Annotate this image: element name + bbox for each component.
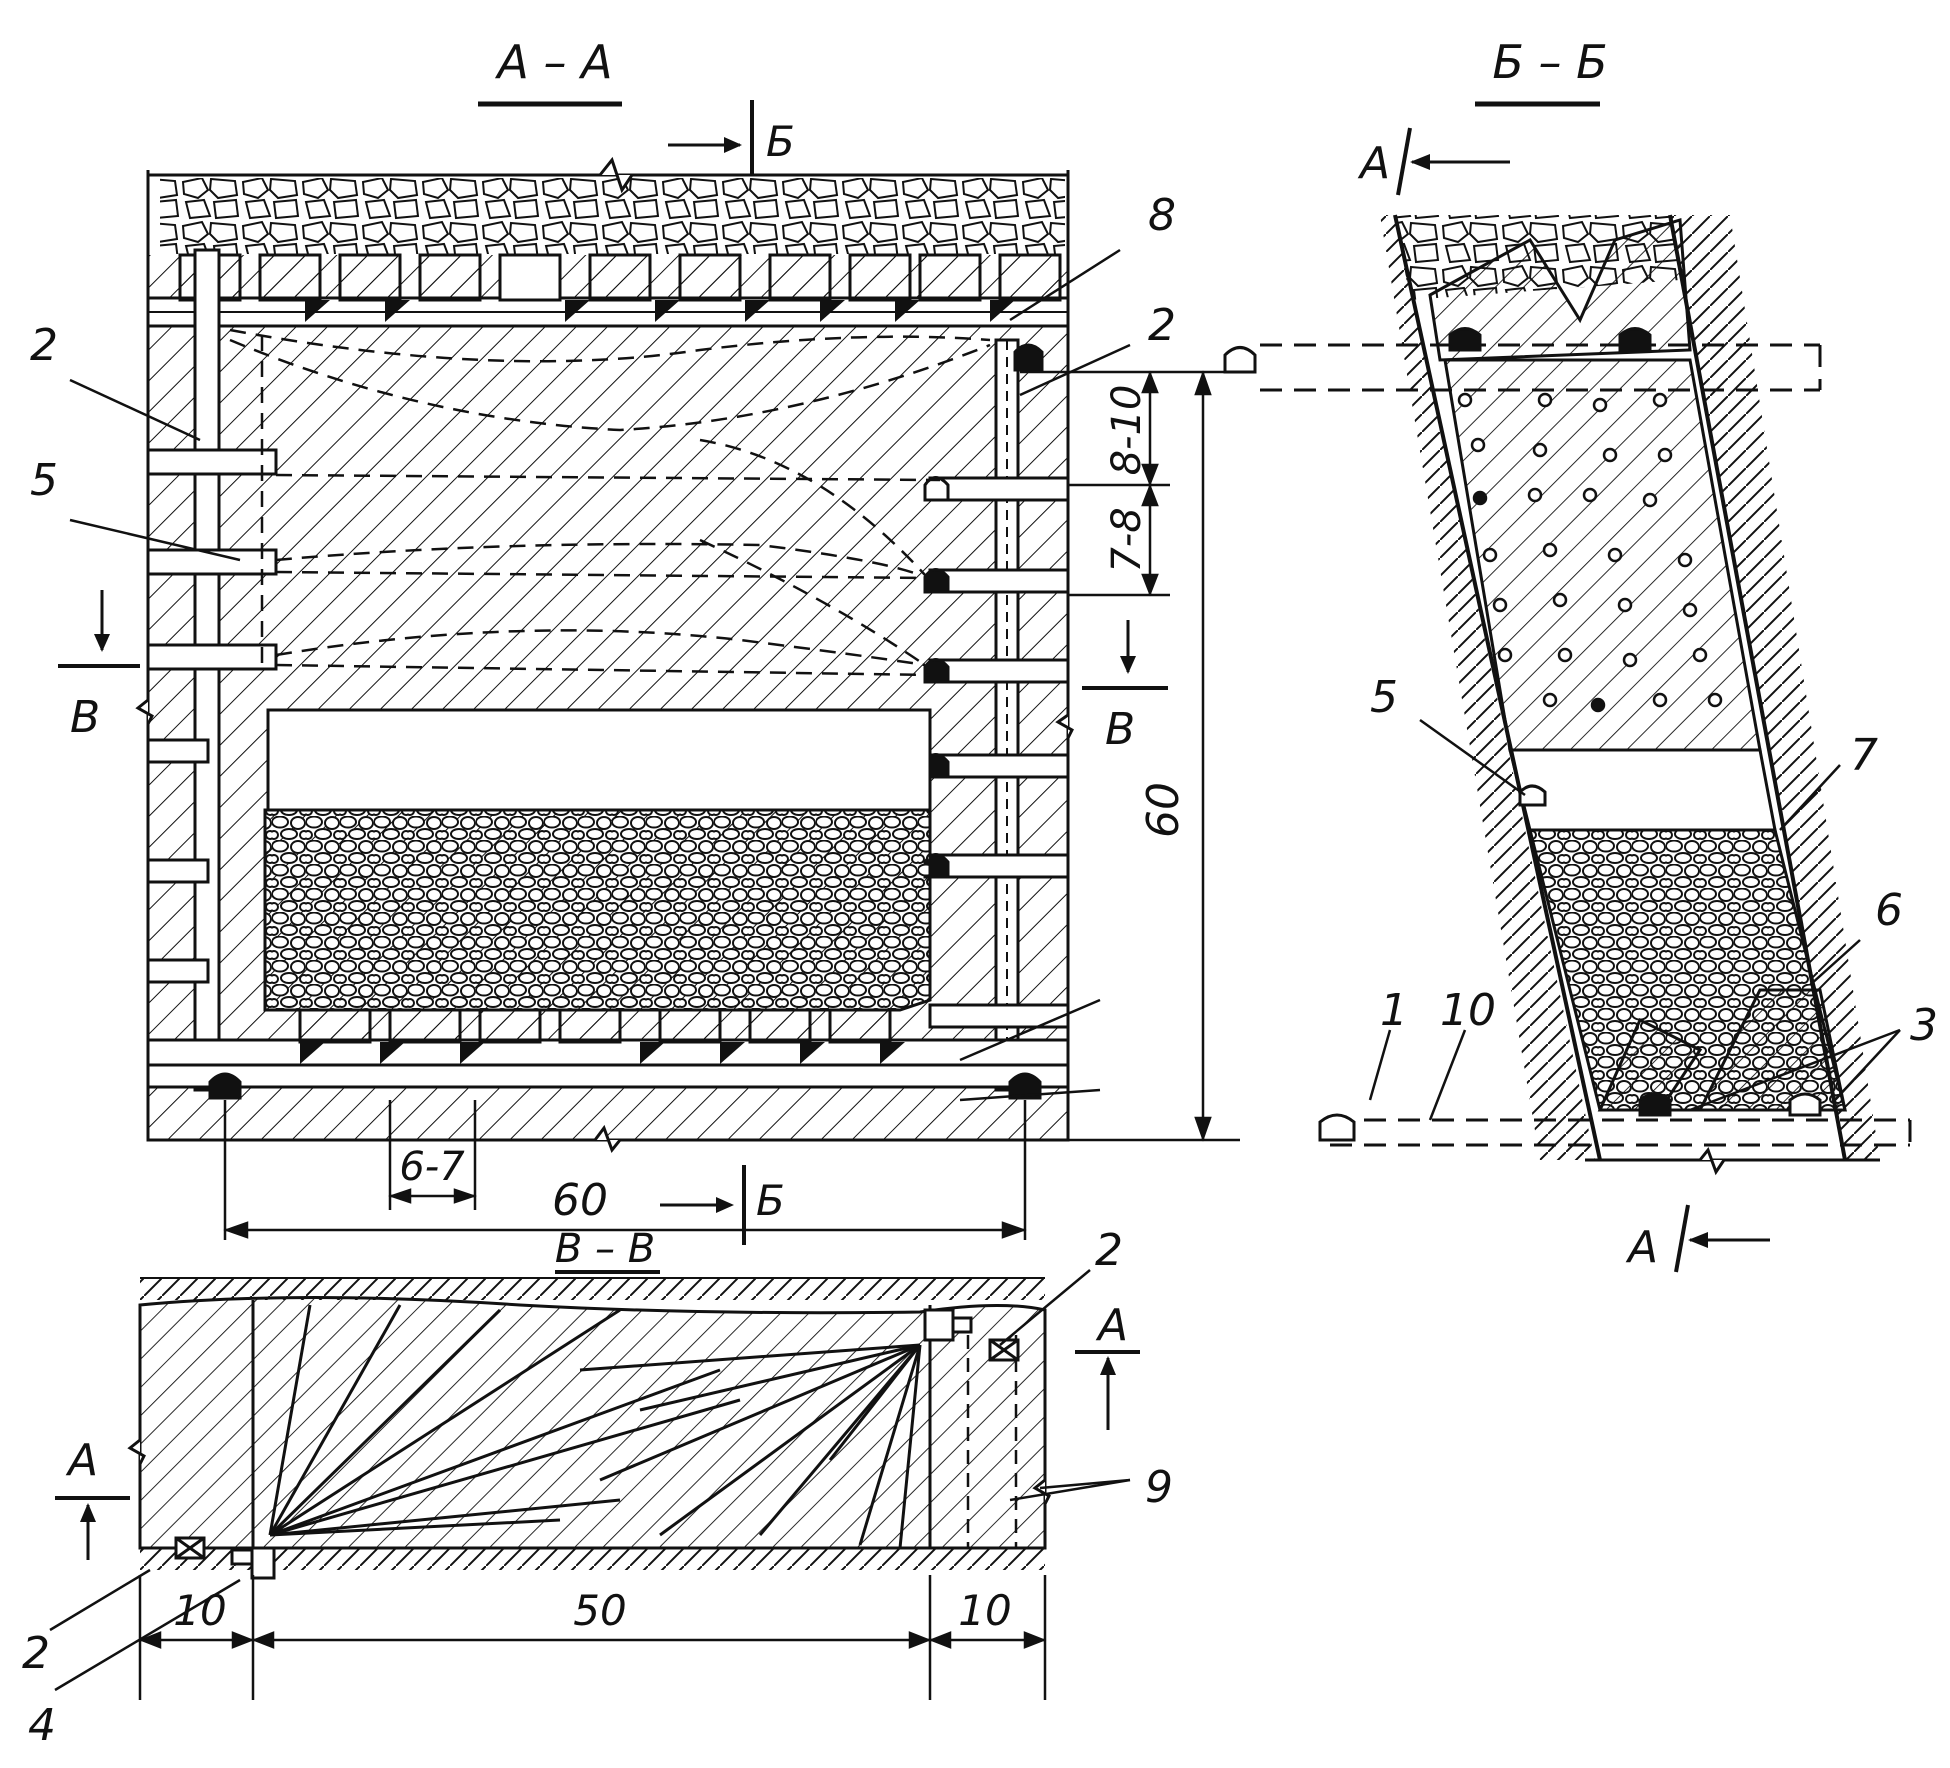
- dimension-bottom: [223, 1100, 1027, 1240]
- svg-text:А: А: [1095, 1300, 1128, 1351]
- svg-text:В: В: [70, 692, 100, 743]
- vv-bottom-contact: [140, 1548, 1045, 1570]
- right-drift-openings: [923, 343, 1044, 879]
- callout-2-vv-left: 2: [22, 1628, 50, 1679]
- callout-4: 4: [28, 1700, 56, 1751]
- bb-top-pillar: [1428, 218, 1692, 362]
- svg-text:А: А: [1357, 138, 1390, 189]
- vv-fan-left: [268, 1304, 741, 1537]
- dim-10-left: 10: [173, 1586, 226, 1635]
- broken-ore-mass: [263, 808, 932, 1012]
- bottom-pillars: [298, 1008, 892, 1044]
- vv-top-contact: [140, 1278, 1045, 1300]
- bb-drift-openings: [1223, 327, 1822, 1142]
- svg-text:Б: Б: [766, 117, 795, 166]
- caved-rock-top: [160, 178, 1065, 254]
- vv-cut-mark-a-left: А: [55, 1435, 130, 1560]
- dim-50: 50: [573, 1586, 626, 1635]
- bottom-drift-band: [146, 1038, 1070, 1067]
- section-aa-title: А – А: [494, 35, 612, 89]
- vv-cut-mark-a-right: А: [1075, 1300, 1140, 1430]
- section-aa: А – А Б: [30, 35, 1240, 1245]
- vv-orebody: [138, 1296, 1047, 1550]
- callout-2-vv-right: 2: [1095, 1225, 1123, 1276]
- dim-7-8: 7-8: [1104, 507, 1150, 572]
- dim-60-vertical: 60: [1138, 782, 1189, 838]
- callout-5-left: 5: [30, 455, 58, 506]
- callouts-vv: [49, 1269, 1131, 1692]
- break-line-top: [598, 156, 634, 194]
- haulage-openings: [208, 1072, 1042, 1100]
- haulage-level: [146, 1063, 1070, 1089]
- bb-stope-void: [1508, 748, 1777, 832]
- vv-fan-right: [579, 1343, 922, 1549]
- section-bb: Б – Б А: [1223, 35, 1938, 1273]
- svg-text:А: А: [1625, 1222, 1658, 1273]
- svg-text:В: В: [1105, 704, 1135, 755]
- top-pillars: [178, 253, 1062, 302]
- callout-8: 8: [1148, 190, 1176, 241]
- cut-mark-v-left: В: [58, 590, 140, 743]
- callout-9: 9: [1145, 1462, 1173, 1513]
- footwall: [1670, 215, 1880, 1160]
- callout-10: 10: [1440, 985, 1496, 1036]
- callout-3: 3: [1910, 1000, 1938, 1051]
- callout-6: 6: [1875, 885, 1903, 936]
- section-vv-title: В – В: [555, 1226, 655, 1272]
- svg-text:А: А: [65, 1435, 98, 1486]
- bottom-drawpoints: [300, 1042, 905, 1064]
- vv-openings: [174, 1308, 1020, 1580]
- stope-void: [266, 708, 932, 812]
- cut-mark-b-top: Б: [668, 100, 795, 182]
- callouts-aa: [69, 248, 1131, 1102]
- dim-10-right: 10: [958, 1586, 1011, 1635]
- cut-mark-a-bottom: А: [1625, 1204, 1770, 1273]
- vv-dimensions: [138, 1575, 1047, 1700]
- svg-text:Б: Б: [756, 1176, 785, 1225]
- bb-blast-hole-dots: [1457, 392, 1723, 713]
- dim-6-7: 6-7: [399, 1144, 465, 1190]
- dim-60-horizontal: 60: [552, 1175, 608, 1226]
- callout-1: 1: [1380, 985, 1408, 1036]
- cut-mark-a-top: А: [1357, 127, 1510, 196]
- callout-2-left: 2: [30, 320, 58, 371]
- blast-holes-dashed: [229, 328, 991, 677]
- cut-mark-v-right: В: [1082, 620, 1168, 755]
- dim-8-10: 8-10: [1104, 385, 1150, 476]
- left-wall-slots: [146, 448, 278, 984]
- bb-dashed-drifts: [1260, 343, 1912, 1147]
- dimension-right: [1020, 370, 1240, 1142]
- top-drawpoints: [305, 300, 1015, 322]
- section-bb-title: Б – Б: [1492, 35, 1607, 89]
- callout-7: 7: [1850, 730, 1878, 781]
- callout-5-bb: 5: [1370, 672, 1398, 723]
- right-wall-drifts: [928, 476, 1070, 1029]
- section-vv: В – В: [22, 1225, 1173, 1751]
- callouts-bb: [1368, 718, 1901, 1121]
- callout-2-right: 2: [1148, 300, 1176, 351]
- cut-mark-b-bottom: Б: [660, 1165, 785, 1245]
